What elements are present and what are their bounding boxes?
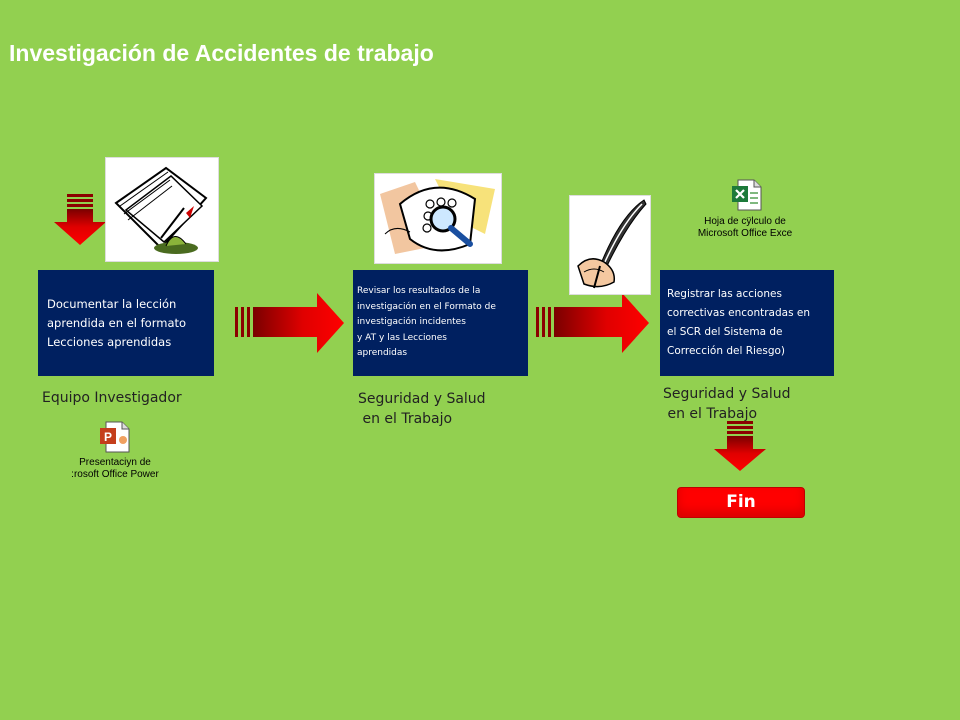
responsible-label-3: Seguridad y Salud en el Trabajo bbox=[663, 386, 791, 422]
step-text: Documentar la lección aprendida en el fo… bbox=[47, 296, 187, 349]
quill-hand-icon bbox=[577, 199, 647, 289]
responsible-label-2: Seguridad y Salud en el Trabajo bbox=[358, 391, 486, 427]
powerpoint-file-icon[interactable]: P bbox=[98, 420, 132, 454]
flow-arrow-2 bbox=[536, 293, 649, 353]
flow-arrow-1 bbox=[235, 293, 344, 353]
step-box-review-results: Revisar los resultados de la investigaci… bbox=[353, 270, 528, 376]
step-box-document-lesson: Documentar la lección aprendida en el fo… bbox=[38, 270, 214, 376]
page-title: Investigación de Accidentes de trabajo bbox=[9, 40, 434, 66]
excel-object-caption: Hoja de cÿlculo de Microsoft Office Exce bbox=[697, 216, 793, 239]
svg-text:P: P bbox=[104, 430, 112, 444]
responsible-label-1: Equipo Investigador bbox=[42, 390, 182, 406]
powerpoint-object-caption: Presentaciyn de :rosoft Office Power bbox=[71, 457, 159, 480]
quill-clipart bbox=[569, 195, 651, 295]
calculator-magnifier-icon bbox=[380, 179, 495, 254]
step-text: Registrar las acciones correctivas encon… bbox=[667, 288, 810, 357]
excel-file-icon[interactable] bbox=[730, 178, 764, 212]
calculator-clipart bbox=[374, 173, 502, 264]
step-text: Revisar los resultados de la investigaci… bbox=[357, 286, 496, 359]
start-down-arrow bbox=[54, 194, 106, 245]
end-down-arrow bbox=[714, 421, 766, 471]
end-terminator: Fin bbox=[677, 487, 805, 518]
step-box-register-actions: Registrar las acciones correctivas encon… bbox=[660, 270, 834, 376]
documents-icon bbox=[114, 166, 208, 254]
documents-clipart bbox=[105, 157, 219, 262]
